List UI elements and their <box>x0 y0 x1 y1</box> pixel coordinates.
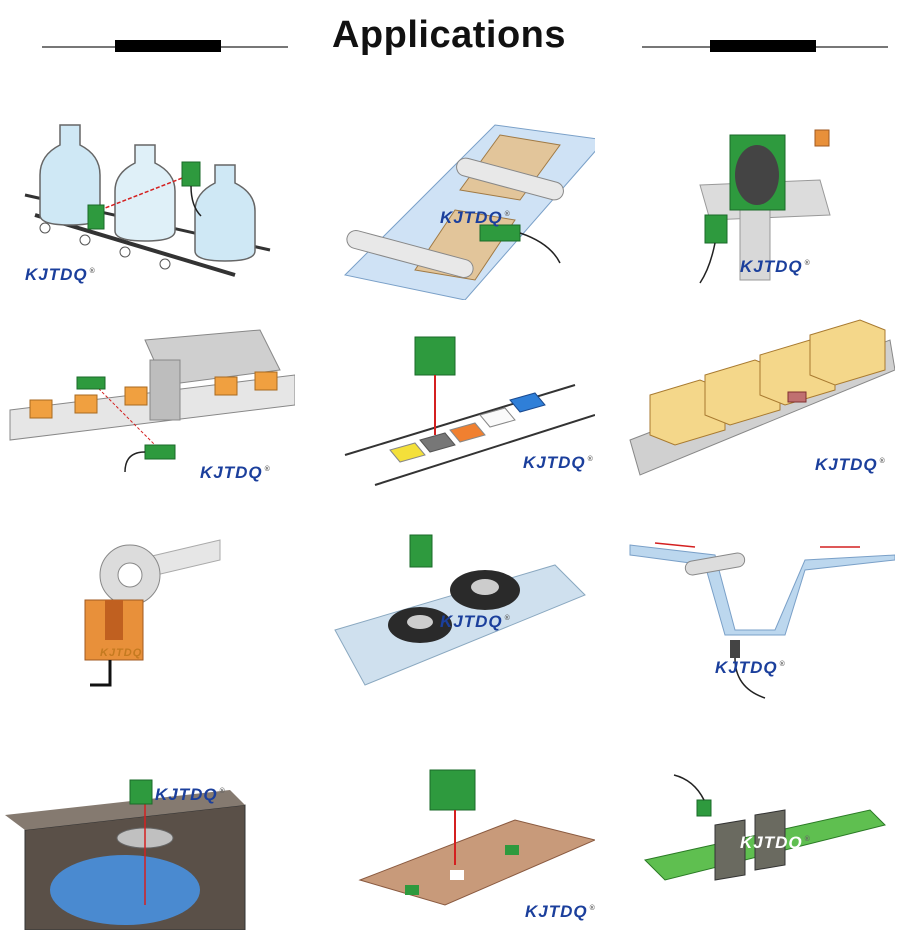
panel-pcb-position-detection: KJTDQ® <box>305 730 595 930</box>
web-loop-illustration <box>629 542 895 699</box>
brand-logo: KJTDQ® <box>440 612 511 631</box>
color-sorting-illustration <box>344 336 595 486</box>
panel-level-detection: KJTDQ® <box>5 730 295 930</box>
page-title: Applications <box>331 14 567 56</box>
brand-logo: KJTDQ® <box>815 455 886 474</box>
level-illustration <box>5 779 246 930</box>
pcb-illustration <box>358 769 595 906</box>
brand-logo: KJTDQ® <box>25 265 96 284</box>
panel-conveyor-box-counting: KJTDQ® <box>5 315 295 515</box>
panel-web-loop-control: KJTDQ® <box>605 525 895 725</box>
web-label-illustration <box>343 124 595 300</box>
panel-web-label-detection: KJTDQ® <box>305 100 595 300</box>
right-divider-bar <box>710 40 816 52</box>
brand-logo: KJTDQ® <box>740 833 811 852</box>
panel-bottle-detection: KJTDQ® <box>5 100 295 300</box>
left-divider-bar <box>115 40 221 52</box>
carton-illustration <box>629 319 895 476</box>
brand-logo: KJTDQ® <box>715 658 786 677</box>
edge-guide-illustration <box>644 774 886 881</box>
brand-logo: KJTDQ® <box>523 453 594 472</box>
brand-logo: KJTDQ® <box>740 257 811 276</box>
slot-disc-illustration <box>84 539 221 687</box>
panel-tape-roll-detection: KJTDQ® <box>305 525 595 725</box>
brand-logo: KJTDQ® <box>200 463 271 482</box>
brand-logo: KJTDQ® <box>155 785 226 804</box>
page-header: Applications <box>0 0 898 90</box>
panel-slot-disc-detection: KJTDQ <box>5 525 295 725</box>
tape-roll-illustration <box>334 534 586 686</box>
bottle-illustration <box>24 124 271 277</box>
panel-carton-inspection: KJTDQ® <box>605 315 895 515</box>
panel-color-sorting: KJTDQ® <box>305 315 595 515</box>
brand-logo: KJTDQ® <box>440 208 511 227</box>
panel-coil-position-detection: KJTDQ® <box>605 100 895 300</box>
panel-edge-guide-detection: KJTDQ® <box>605 730 895 930</box>
coil-illustration <box>699 129 831 284</box>
conveyor-illustration <box>9 329 295 473</box>
brand-logo: KJTDQ® <box>525 902 595 921</box>
brand-logo: KJTDQ <box>100 647 143 659</box>
